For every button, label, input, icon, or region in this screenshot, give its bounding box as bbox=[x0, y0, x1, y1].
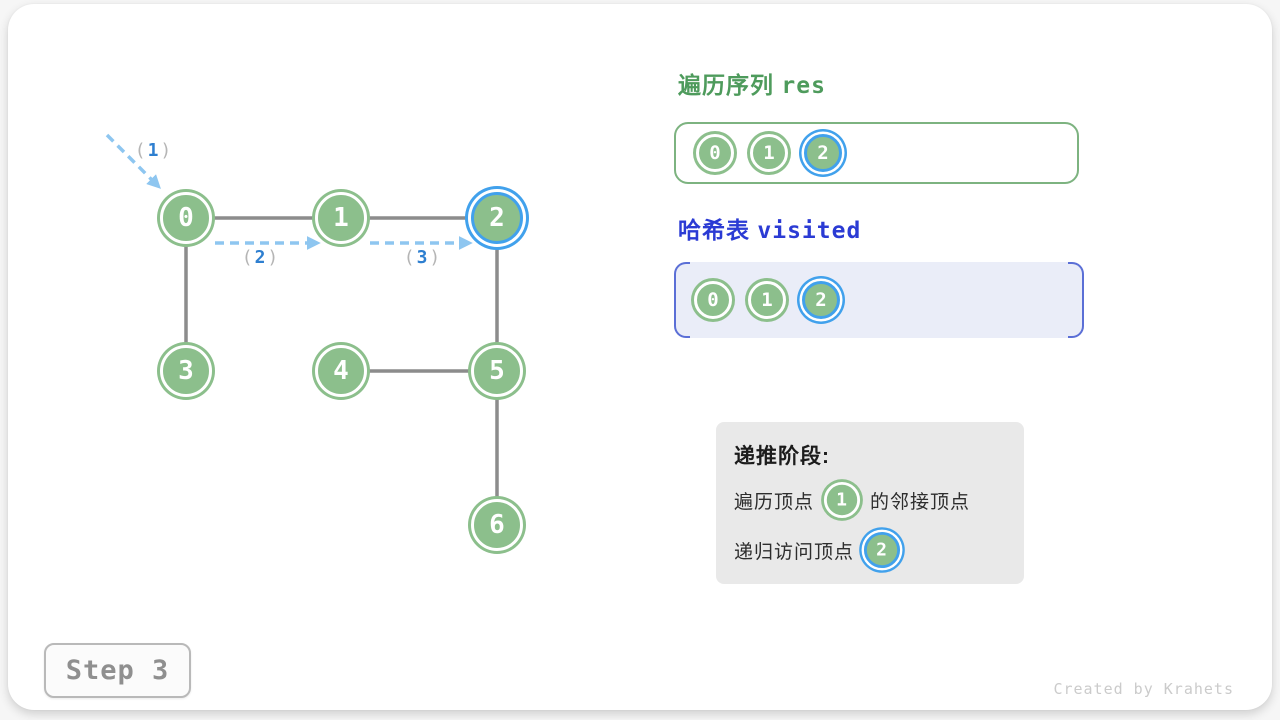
res-item-0: 0 bbox=[696, 134, 734, 172]
phase-line2-prefix: 递归访问顶点 bbox=[734, 541, 855, 563]
arrow-label-1: (1) bbox=[122, 140, 186, 161]
paren-open: ( bbox=[403, 247, 417, 268]
phase-header: 递推阶段: bbox=[734, 445, 830, 468]
phase-line1-suffix: 的邻接顶点 bbox=[870, 491, 971, 513]
paren-close: ) bbox=[429, 247, 443, 268]
visited-panel-title: 哈希表 visited bbox=[678, 211, 861, 245]
graph-edges-layer bbox=[105, 133, 499, 525]
visited-item-0: 0 bbox=[694, 281, 732, 319]
res-panel-title: 遍历序列 res bbox=[678, 66, 826, 100]
graph-node-0: 0 bbox=[160, 192, 212, 244]
step-indicator: Step 3 bbox=[44, 643, 191, 698]
paren-open: ( bbox=[134, 140, 148, 161]
graph-node-6: 6 bbox=[471, 499, 523, 551]
graph-node-4: 4 bbox=[315, 345, 367, 397]
visited-hashset-box: 0 1 2 bbox=[674, 262, 1084, 338]
visited-item-1: 1 bbox=[748, 281, 786, 319]
canvas-card: (1) (2) (3) 0 1 2 3 4 5 6 遍历序列 res 0 1 2… bbox=[8, 4, 1272, 710]
res-title-code: res bbox=[781, 73, 826, 99]
phase-line-1: 遍历顶点 1 的邻接顶点 bbox=[734, 480, 1006, 520]
visited-title-code: visited bbox=[757, 218, 862, 244]
graph-node-5: 5 bbox=[471, 345, 523, 397]
paren-open: ( bbox=[241, 247, 255, 268]
phase-line1-node: 1 bbox=[823, 481, 861, 519]
res-item-1: 1 bbox=[750, 134, 788, 172]
phase-line1-prefix: 遍历顶点 bbox=[734, 491, 815, 513]
res-item-2-current: 2 bbox=[804, 134, 842, 172]
credit-text: Created by Krahets bbox=[1053, 680, 1234, 698]
arrow-label-2: (2) bbox=[229, 247, 293, 268]
arrow-step-number: 3 bbox=[416, 247, 430, 268]
arrow-step-number: 2 bbox=[254, 247, 268, 268]
graph-node-3: 3 bbox=[160, 345, 212, 397]
graph-node-1: 1 bbox=[315, 192, 367, 244]
phase-status-box: 递推阶段: 遍历顶点 1 的邻接顶点 递归访问顶点 2 bbox=[716, 422, 1024, 584]
traversal-arrows bbox=[105, 133, 473, 250]
arrow-label-3: (3) bbox=[391, 247, 455, 268]
paren-close: ) bbox=[267, 247, 281, 268]
phase-line2-node-current: 2 bbox=[863, 531, 901, 569]
visited-title-cjk: 哈希表 bbox=[678, 217, 750, 243]
res-title-cjk: 遍历序列 bbox=[678, 72, 774, 98]
visited-item-2-current: 2 bbox=[802, 281, 840, 319]
phase-line-2: 递归访问顶点 2 bbox=[734, 530, 1006, 570]
arrow-enter-0 bbox=[105, 133, 161, 189]
arrow-step-number: 1 bbox=[147, 140, 161, 161]
res-sequence-box: 0 1 2 bbox=[674, 122, 1079, 184]
paren-close: ) bbox=[160, 140, 174, 161]
graph-node-2-current: 2 bbox=[471, 192, 523, 244]
